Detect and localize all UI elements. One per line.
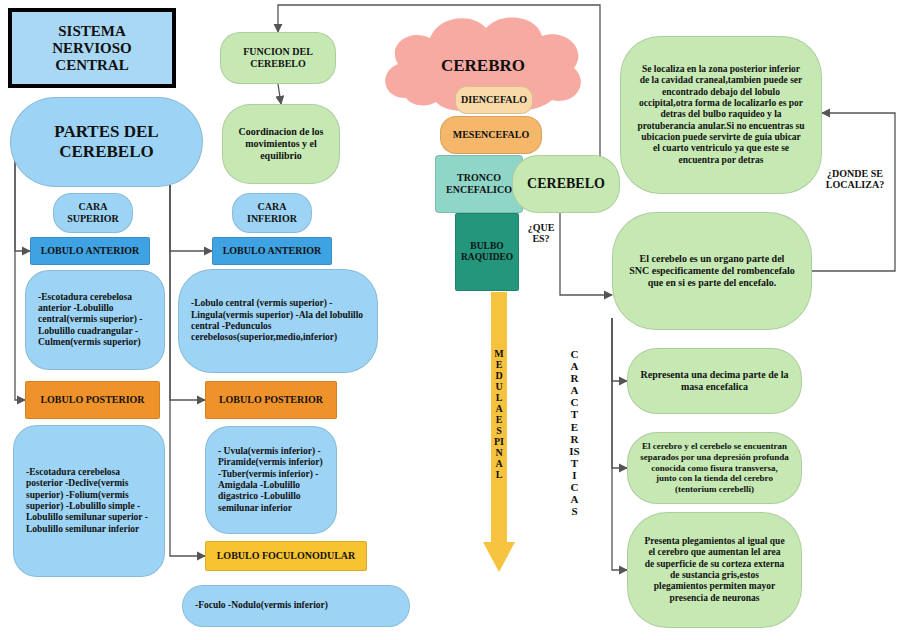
lobe-box: LOBULO ANTERIOR (212, 237, 332, 265)
vertical-label: CARACTERISTICAS (569, 348, 580, 517)
node-text: TRONCO ENCEFALICO (441, 172, 517, 196)
feature-box: Presenta plegamientos al igual que el ce… (627, 512, 802, 628)
question-label: ¿DONDE SE LOCALIZA? (822, 168, 888, 190)
node-text: MESENCEFALO (446, 129, 536, 141)
node-text: Coordinacion de los movimientos y el equ… (228, 126, 334, 162)
connector (812, 113, 895, 271)
node-text: -Foculo -Nodulo(vermis inferior) (195, 600, 399, 611)
spinal-arrow: MEDULA ESPINAL (483, 292, 515, 572)
connector (278, 84, 281, 104)
arrow-body (483, 292, 515, 572)
node-text: CEREBELO (518, 176, 614, 193)
node-text: -Escotadura cerebelosa posterior -Decliv… (26, 467, 154, 535)
list-box: -Lobulo central (vermis superior) -Lingu… (178, 269, 378, 373)
list-box: -Escotadura cerebelosa anterior -Lobulil… (25, 270, 165, 370)
node-text: BULBO RAQUIDEO (461, 241, 513, 264)
definition-box: El cerebelo es un organo parte del SNC e… (612, 212, 812, 330)
node-text: LOBULO ANTERIOR (218, 245, 326, 257)
node-text: Presenta plegamientos al igual que el ce… (644, 536, 785, 604)
lobe-box: LOBULO FOCULONODULAR (205, 541, 367, 571)
brain-part: TRONCO ENCEFALICO (435, 155, 523, 213)
medulla-box: BULBO RAQUIDEO (455, 213, 519, 291)
node-text: Se localiza en la zona posterior inferio… (637, 64, 805, 167)
list-box: - Uvula(vermis inferior) -Piramide(vermi… (205, 426, 337, 534)
node-text: CEREBRO (381, 56, 585, 76)
question-label: ¿QUE ES? (522, 222, 560, 244)
node-text: LOBULO FOCULONODULAR (211, 550, 361, 562)
connector (612, 318, 627, 381)
node-text: -Escotadura cerebelosa anterior -Lobulil… (38, 292, 154, 349)
node-text: Representa una decima parte de la masa e… (640, 369, 789, 393)
node-text: -Lobulo central (vermis superior) -Lingu… (191, 298, 367, 344)
connector (612, 318, 627, 570)
lobe-box: LOBULO POSTERIOR (25, 381, 160, 419)
feature-box: Representa una decima parte de la masa e… (627, 348, 802, 414)
node-text: LOBULO POSTERIOR (211, 394, 331, 406)
section-heading: PARTES DEL CEREBELO (10, 97, 203, 187)
location-box: Se localiza en la zona posterior inferio… (620, 36, 822, 194)
node-text: CARA INFERIOR (238, 201, 306, 225)
list-box: -Foculo -Nodulo(vermis inferior) (182, 585, 410, 627)
function-box: Coordinacion de los movimientos y el equ… (222, 104, 340, 184)
lobe-box: LOBULO ANTERIOR (30, 237, 150, 265)
node-text: El cerebelo es un organo parte del SNC e… (629, 253, 795, 289)
feature-box: El cerebro y el cerebelo se encuentran s… (627, 432, 802, 504)
node-text: - Uvula(vermis inferior) -Piramide(vermi… (218, 446, 326, 514)
face-box: CARA SUPERIOR (53, 193, 133, 233)
node-text: DIENCEFALO (461, 94, 527, 106)
connector (612, 318, 627, 468)
title-text: SISTEMA NERVIOSO CENTRAL (20, 23, 164, 74)
node-text: El cerebro y el cerebelo se encuentran s… (640, 441, 789, 495)
node-text: LOBULO ANTERIOR (36, 245, 144, 257)
brain-part: DIENCEFALO (455, 86, 533, 114)
node-text: CARA SUPERIOR (59, 201, 127, 225)
cerebellum-box: CEREBELO (512, 155, 620, 213)
node-text: MEDULA ESPINAL (494, 348, 504, 480)
connector (15, 142, 25, 400)
title-box: SISTEMA NERVIOSO CENTRAL (8, 8, 176, 88)
lobe-box: LOBULO POSTERIOR (205, 381, 337, 419)
list-box: -Escotadura cerebelosa posterior -Decliv… (13, 425, 165, 577)
function-box: FUNCION DEL CEREBELO (220, 32, 336, 84)
face-box: CARA INFERIOR (232, 193, 312, 233)
node-text: FUNCION DEL CEREBELO (226, 46, 330, 70)
heading-text: PARTES DEL CEREBELO (29, 122, 184, 163)
node-text: LOBULO POSTERIOR (31, 394, 154, 406)
brain-part: MESENCEFALO (440, 116, 542, 154)
